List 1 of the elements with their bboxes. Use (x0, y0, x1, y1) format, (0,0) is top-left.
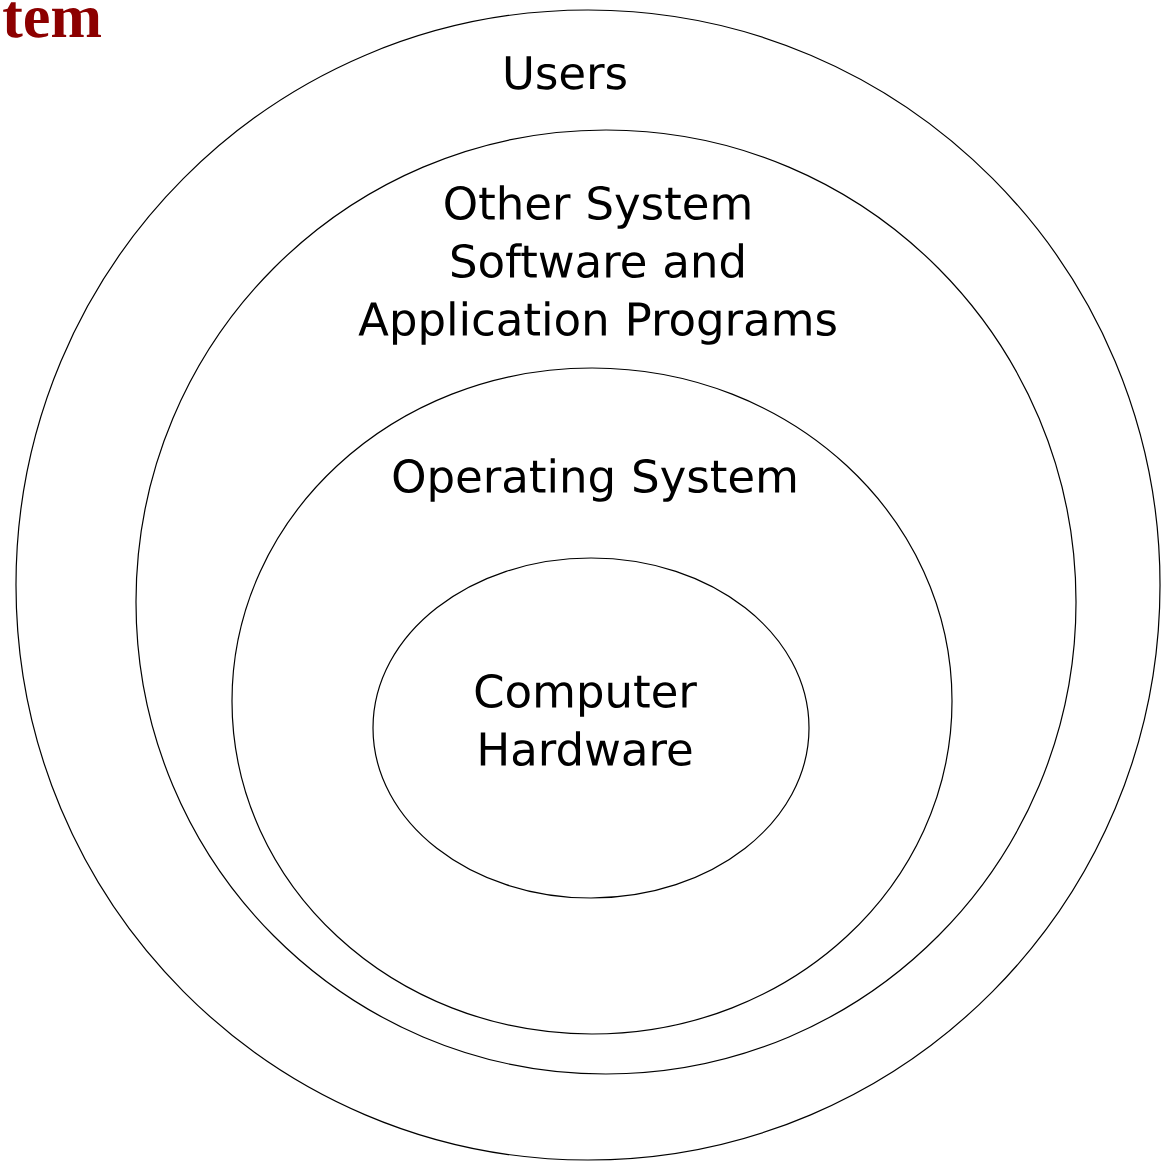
heading-fragment: tem (3, 2, 101, 38)
